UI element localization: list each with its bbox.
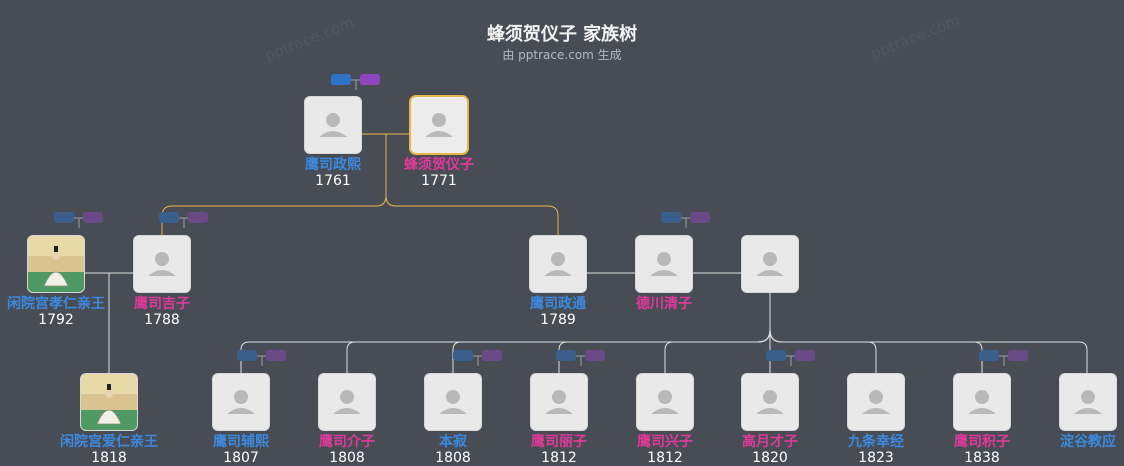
person-name[interactable]: 高月才子	[742, 434, 798, 450]
portrait-image	[28, 236, 84, 292]
expand-mother-toggle[interactable]	[1008, 350, 1028, 361]
expand-father-toggle[interactable]	[54, 212, 74, 223]
page-subtitle: 由 pptrace.com 生成	[502, 48, 622, 62]
avatar-placeholder-icon	[862, 390, 890, 414]
connector-line	[473, 355, 482, 366]
person-name[interactable]: 闲院宫孝仁亲王	[7, 296, 105, 312]
connector-line	[769, 329, 1088, 374]
person-card[interactable]	[28, 236, 84, 292]
connector-line	[385, 195, 559, 236]
expand-father-toggle[interactable]	[766, 350, 786, 361]
person-birth-year: 1838	[964, 450, 1000, 466]
person-name[interactable]: 蜂须贺仪子	[404, 157, 474, 173]
avatar-placeholder-icon	[148, 252, 176, 276]
expand-mother-toggle[interactable]	[482, 350, 502, 361]
avatar-placeholder-icon	[439, 390, 467, 414]
expand-father-toggle[interactable]	[453, 350, 473, 361]
avatar-placeholder-icon	[333, 390, 361, 414]
avatar-placeholder-icon	[651, 390, 679, 414]
person-name[interactable]: 鹰司吉子	[134, 296, 190, 312]
connector-line	[351, 79, 360, 90]
person-name[interactable]: 淀谷教应	[1060, 434, 1116, 450]
person-card[interactable]	[637, 374, 693, 430]
person-card[interactable]	[425, 374, 481, 430]
expand-father-toggle[interactable]	[331, 74, 351, 85]
connector-line	[786, 355, 795, 366]
person-card[interactable]	[1060, 374, 1116, 430]
avatar-placeholder-icon	[1074, 390, 1102, 414]
person-birth-year: 1792	[38, 312, 74, 328]
person-name[interactable]: 德川清子	[636, 296, 692, 312]
expand-mother-toggle[interactable]	[83, 212, 103, 223]
avatar-placeholder-icon	[319, 113, 347, 137]
person-birth-year: 1820	[752, 450, 788, 466]
avatar-placeholder-icon	[756, 252, 784, 276]
avatar-placeholder-icon	[650, 252, 678, 276]
person-name[interactable]: 闲院宫爱仁亲王	[60, 434, 158, 450]
avatar-placeholder-icon	[756, 390, 784, 414]
portrait-image	[81, 374, 137, 430]
expand-father-toggle[interactable]	[556, 350, 576, 361]
person-card[interactable]	[531, 374, 587, 430]
person-birth-year: 1789	[540, 312, 576, 328]
connector-line	[681, 217, 690, 228]
connector-line	[240, 329, 771, 374]
expand-father-toggle[interactable]	[159, 212, 179, 223]
connector-line	[74, 217, 83, 228]
person-card[interactable]	[636, 236, 692, 292]
page-title: 蜂须贺仪子 家族树	[486, 24, 638, 45]
person-card[interactable]	[305, 97, 361, 153]
connector-line	[257, 355, 266, 366]
person-name[interactable]: 鹰司兴子	[637, 434, 693, 450]
person-card[interactable]	[213, 374, 269, 430]
person-birth-year: 1812	[647, 450, 683, 466]
person-card[interactable]	[134, 236, 190, 292]
person-card[interactable]	[81, 374, 137, 430]
expand-father-toggle[interactable]	[979, 350, 999, 361]
person-birth-year: 1808	[329, 450, 365, 466]
person-card[interactable]	[319, 374, 375, 430]
expand-mother-toggle[interactable]	[585, 350, 605, 361]
person-name[interactable]: 鹰司政熙	[305, 157, 361, 173]
person-birth-year: 1807	[223, 450, 259, 466]
person-name[interactable]: 鹰司政通	[530, 296, 586, 312]
expand-father-toggle[interactable]	[661, 212, 681, 223]
avatar-placeholder-icon	[425, 113, 453, 137]
person-card[interactable]	[848, 374, 904, 430]
person-birth-year: 1808	[435, 450, 471, 466]
person-name[interactable]: 鹰司丽子	[531, 434, 587, 450]
person-birth-year: 1788	[144, 312, 180, 328]
person-card[interactable]	[954, 374, 1010, 430]
expand-mother-toggle[interactable]	[690, 212, 710, 223]
avatar-placeholder-icon	[968, 390, 996, 414]
avatar-placeholder-icon	[544, 252, 572, 276]
person-birth-year: 1771	[421, 173, 457, 189]
person-name[interactable]: 鹰司积子	[954, 434, 1010, 450]
expand-mother-toggle[interactable]	[188, 212, 208, 223]
person-name[interactable]: 鹰司辅熙	[213, 434, 269, 450]
person-name[interactable]: 九条幸经	[848, 434, 904, 450]
person-card[interactable]	[411, 97, 467, 153]
person-name[interactable]: 鹰司介子	[319, 434, 375, 450]
connector-line	[999, 355, 1008, 366]
connector-line	[179, 217, 188, 228]
expand-mother-toggle[interactable]	[360, 74, 380, 85]
expand-mother-toggle[interactable]	[266, 350, 286, 361]
avatar-placeholder-icon	[545, 390, 573, 414]
person-birth-year: 1823	[858, 450, 894, 466]
person-name[interactable]: 本寂	[439, 434, 467, 450]
person-birth-year: 1812	[541, 450, 577, 466]
expand-mother-toggle[interactable]	[795, 350, 815, 361]
person-card[interactable]	[742, 374, 798, 430]
connector-line	[576, 355, 585, 366]
person-birth-year: 1818	[91, 450, 127, 466]
person-card[interactable]	[530, 236, 586, 292]
expand-father-toggle[interactable]	[237, 350, 257, 361]
person-card[interactable]	[742, 236, 798, 292]
avatar-placeholder-icon	[227, 390, 255, 414]
person-birth-year: 1761	[315, 173, 351, 189]
connector-line	[664, 329, 771, 374]
